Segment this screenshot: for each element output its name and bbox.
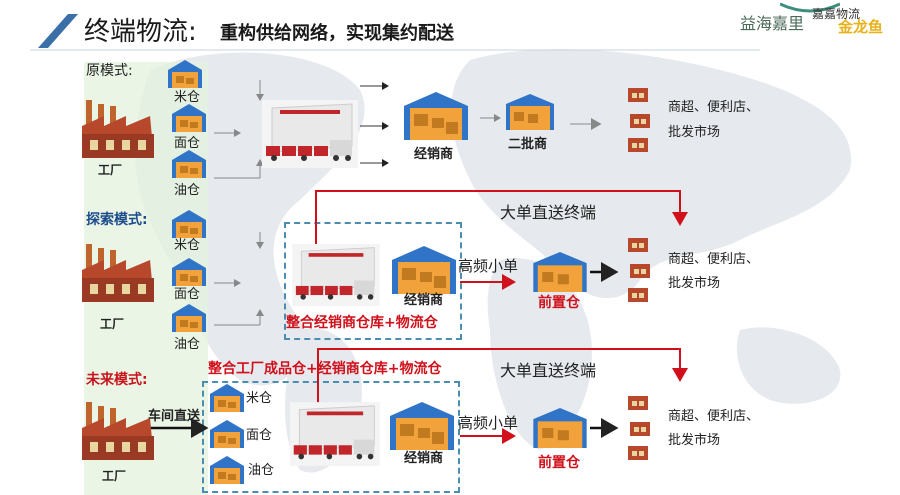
warehouse-icon xyxy=(210,384,244,412)
distributor-label: 经销商 xyxy=(404,451,444,466)
high-frequency-label: 高频小单 xyxy=(458,257,519,275)
warehouse-icon xyxy=(172,210,206,238)
flour-warehouse-label: 面仓 xyxy=(246,428,273,443)
warehouse-icon xyxy=(172,150,206,178)
oil-warehouse-label: 油仓 xyxy=(248,463,275,478)
high-frequency-label: 高频小单 xyxy=(458,414,519,432)
front-warehouse-icon xyxy=(533,252,587,292)
oil-warehouse-label: 油仓 xyxy=(174,183,201,198)
integrated-warehouse-caption: 整合经销商仓库+物流仓 xyxy=(286,315,438,331)
mode-label-explore: 探索模式: xyxy=(86,212,148,228)
retail-label-line1: 商超、便利店、 xyxy=(668,252,760,267)
distributor-label: 经销商 xyxy=(404,293,444,308)
mode-label-future: 未来模式: xyxy=(86,372,148,388)
factory-label: 工厂 xyxy=(100,317,125,331)
oil-warehouse-label: 油仓 xyxy=(174,337,201,352)
factory-icon xyxy=(82,100,154,158)
warehouse-icon xyxy=(172,104,206,132)
distributor-warehouse-icon xyxy=(392,246,456,294)
direct-delivery-label: 大单直送终端 xyxy=(500,203,597,222)
front-warehouse-icon xyxy=(533,408,587,448)
truck-fleet-image xyxy=(292,244,380,306)
warehouse-icon xyxy=(172,258,206,286)
retail-label-line1: 商超、便利店、 xyxy=(668,409,760,424)
front-warehouse-label: 前置仓 xyxy=(538,295,580,311)
warehouse-icon xyxy=(210,456,244,484)
warehouse-icon xyxy=(210,420,244,448)
distributor-warehouse-icon xyxy=(404,92,468,140)
page-title: 终端物流: xyxy=(84,17,197,47)
logo-text-wuliu: 嘉嘉物流 xyxy=(812,7,861,21)
warehouse-icon xyxy=(168,60,202,88)
factory-label: 工厂 xyxy=(102,469,127,483)
factory-icon xyxy=(82,402,154,460)
integrated-warehouse-caption: 整合工厂成品仓+经销商仓库+物流仓 xyxy=(208,361,442,377)
logo-text-yihai: 益海嘉里 xyxy=(740,14,805,33)
distributor-label: 经销商 xyxy=(414,147,454,162)
distributor-warehouse-icon xyxy=(390,402,454,450)
retail-shops-icon xyxy=(628,238,650,302)
workshop-direct-label: 车间直送 xyxy=(148,409,201,424)
rice-warehouse-label: 米仓 xyxy=(174,90,201,105)
flour-warehouse-label: 面仓 xyxy=(174,136,201,151)
retail-label-line2: 批发市场 xyxy=(668,276,721,291)
page-subtitle: 重构供给网络，实现集约配送 xyxy=(220,23,454,44)
retail-shops-icon xyxy=(628,396,650,460)
mode-label-original: 原模式: xyxy=(86,63,133,79)
company-logo-icon xyxy=(780,2,840,13)
wholesaler-warehouse-icon xyxy=(506,94,554,130)
retail-shops-icon xyxy=(628,88,650,152)
warehouse-icon xyxy=(172,304,206,332)
retail-label-line2: 批发市场 xyxy=(668,125,721,140)
factory-label: 工厂 xyxy=(98,163,123,177)
direct-delivery-label: 大单直送终端 xyxy=(500,361,597,380)
rice-warehouse-label: 米仓 xyxy=(174,238,201,253)
flour-warehouse-label: 面仓 xyxy=(174,287,201,302)
truck-fleet-image xyxy=(290,402,380,466)
retail-label-line1: 商超、便利店、 xyxy=(668,100,760,115)
factory-icon xyxy=(82,244,154,302)
wholesaler-label: 二批商 xyxy=(508,137,548,152)
retail-label-line2: 批发市场 xyxy=(668,433,721,448)
front-warehouse-label: 前置仓 xyxy=(538,455,580,471)
truck-fleet-image xyxy=(262,100,358,168)
logo-text-jinlongyu: 金龙鱼 xyxy=(838,18,884,36)
rice-warehouse-label: 米仓 xyxy=(246,391,273,406)
